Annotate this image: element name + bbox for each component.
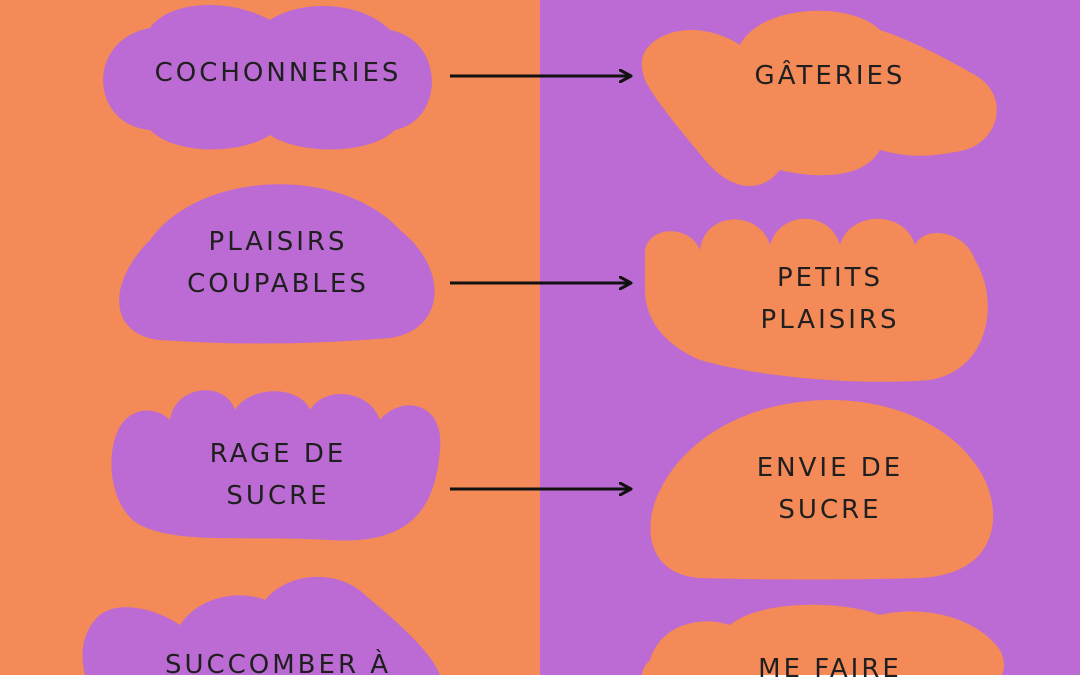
right-term-4-line1: ME FAIRE <box>758 654 902 684</box>
right-term-3: ENVIE DE SUCRE <box>670 447 990 531</box>
left-term-2-line2: COUPABLES <box>187 269 369 299</box>
right-term-4: ME FAIRE <box>670 648 990 690</box>
right-term-1: GÂTERIES <box>670 55 990 97</box>
right-term-2: PETITS PLAISIRS <box>670 257 990 341</box>
right-blob-3 <box>650 400 994 580</box>
left-blob-4 <box>82 576 440 675</box>
right-term-1-line1: GÂTERIES <box>754 61 906 91</box>
left-blob-1 <box>103 5 432 150</box>
left-term-3-line2: SUCRE <box>226 481 330 511</box>
right-blob-1 <box>641 10 997 187</box>
left-term-1-line1: COCHONNERIES <box>154 58 402 88</box>
left-term-3: RAGE DE SUCRE <box>118 433 438 517</box>
left-term-2: PLAISIRS COUPABLES <box>118 221 438 305</box>
left-blob-2 <box>119 184 435 344</box>
right-term-3-line2: SUCRE <box>778 495 882 525</box>
right-blob-4 <box>642 604 1005 675</box>
right-term-2-line1: PETITS <box>776 263 884 293</box>
right-blob-2 <box>645 218 988 382</box>
right-term-3-line1: ENVIE DE <box>756 453 904 483</box>
left-term-3-line1: RAGE DE <box>209 439 347 469</box>
right-term-2-line2: PLAISIRS <box>760 305 900 335</box>
left-term-4: SUCCOMBER À <box>118 644 438 686</box>
left-term-1: COCHONNERIES <box>118 52 438 94</box>
left-term-4-line1: SUCCOMBER À <box>164 650 392 680</box>
diagram-canvas <box>82 5 1005 675</box>
left-blob-3 <box>111 390 441 541</box>
left-term-2-line1: PLAISIRS <box>208 227 348 257</box>
